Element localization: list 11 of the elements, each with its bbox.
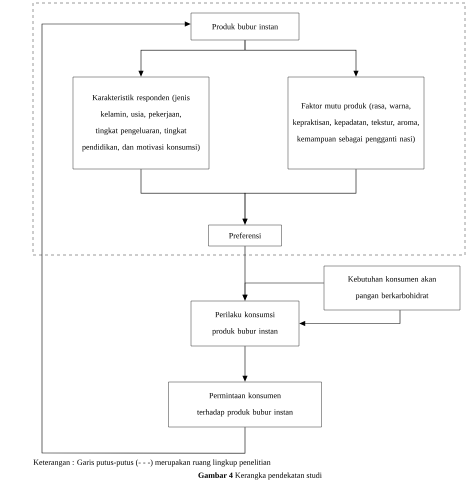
process-box: Kebutuhan konsumen akan pangan berkarbohidrat bbox=[324, 266, 460, 310]
note-text: Keterangan : Garis putus-putus (- - -) merupakan ruang lingkup penelitian bbox=[33, 459, 271, 467]
process-box: Perilaku konsumsi produk bubur instan bbox=[190, 300, 300, 346]
process-box: Karakteristik responden (jenis kelamin, usia, pekerjaan, tingkat pengeluaran, tingkat pendidikan, dan motivasi konsumsi) bbox=[72, 76, 210, 170]
process-box: Permintaan konsumen terhadap produk bubur instan bbox=[168, 382, 322, 428]
process-box: Produk bubur instan bbox=[190, 12, 300, 40]
scope-boundary bbox=[32, 2, 466, 256]
process-box: Preferensi bbox=[208, 224, 282, 246]
arrow bbox=[42, 21, 246, 454]
process-box: Faktor mutu produk (rasa, warna, kepraktisan, kepadatan, tekstur, aroma, kemampuan sebagai pengganti nasi) bbox=[288, 76, 424, 170]
caption: Gambar 4 Kerangka pendekatan studi bbox=[198, 472, 322, 480]
